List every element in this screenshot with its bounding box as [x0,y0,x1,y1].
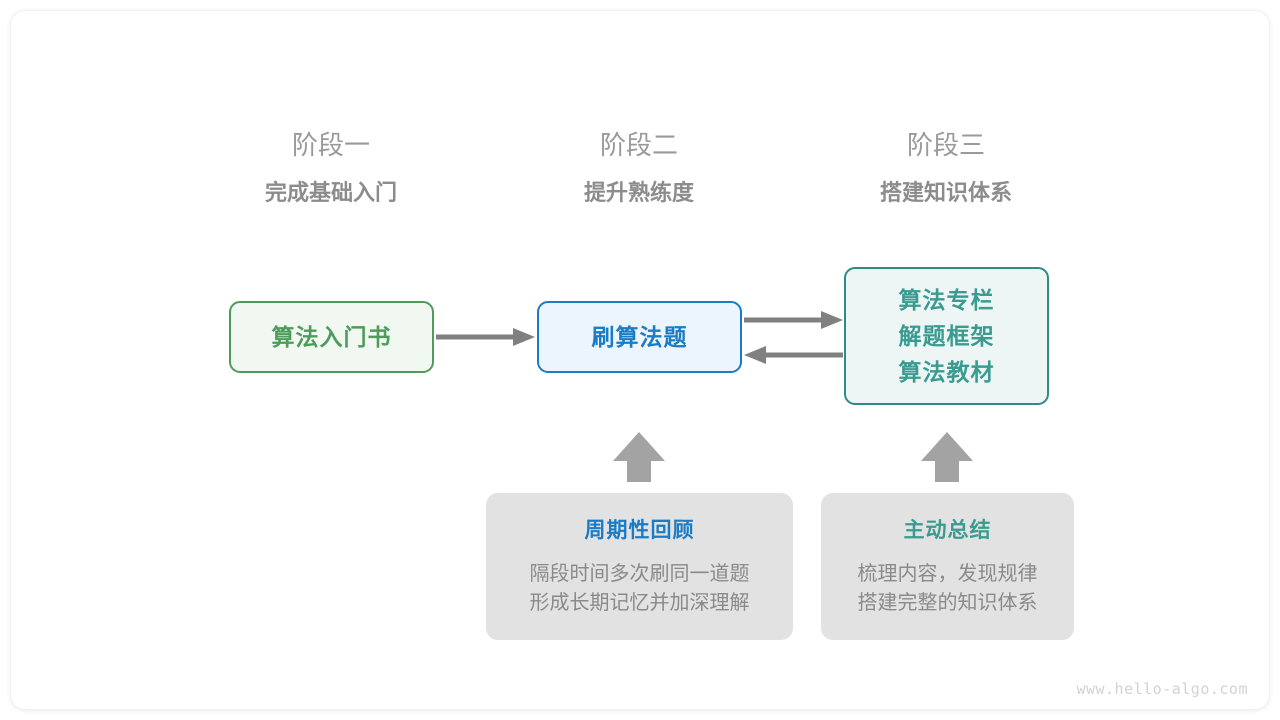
note-body-line-1: 梳理内容，发现规律 [857,562,1038,585]
stage-number: 阶段三 [906,130,985,160]
flow-box-intro-book[interactable]: 算法入门书 [229,301,434,373]
stage-number: 阶段二 [599,130,678,160]
stage-header-3: 阶段三 搭建知识体系 [826,128,1066,208]
flow-box-line-3: 算法教材 [898,359,995,385]
note-box-periodic-review[interactable]: 周期性回顾 隔段时间多次刷同一道题 形成长期记忆并加深理解 [486,493,793,640]
flow-box-label: 刷算法题 [591,324,688,350]
flow-box-label: 算法入门书 [271,324,392,350]
note-box-active-summary[interactable]: 主动总结 梳理内容，发现规律 搭建完整的知识体系 [821,493,1074,640]
stage-title: 完成基础入门 [264,180,397,205]
flow-box-practice-problems[interactable]: 刷算法题 [537,301,742,373]
stage-header-1: 阶段一 完成基础入门 [211,128,451,208]
flow-box-line-2: 解题框架 [898,323,995,349]
stage-header-2: 阶段二 提升熟练度 [519,128,759,208]
flow-box-line-1: 算法专栏 [898,287,995,313]
note-body-line-2: 搭建完整的知识体系 [857,591,1038,614]
note-body-line-1: 隔段时间多次刷同一道题 [529,562,750,585]
stage-title: 搭建知识体系 [879,180,1012,205]
note-title: 周期性回顾 [584,518,695,542]
flow-box-resources[interactable]: 算法专栏 解题框架 算法教材 [844,267,1049,405]
watermark: www.hello-algo.com [1076,680,1248,698]
note-body-line-2: 形成长期记忆并加深理解 [529,591,750,614]
stage-title: 提升熟练度 [583,180,694,205]
note-title: 主动总结 [903,518,992,542]
stage-number: 阶段一 [291,130,370,160]
